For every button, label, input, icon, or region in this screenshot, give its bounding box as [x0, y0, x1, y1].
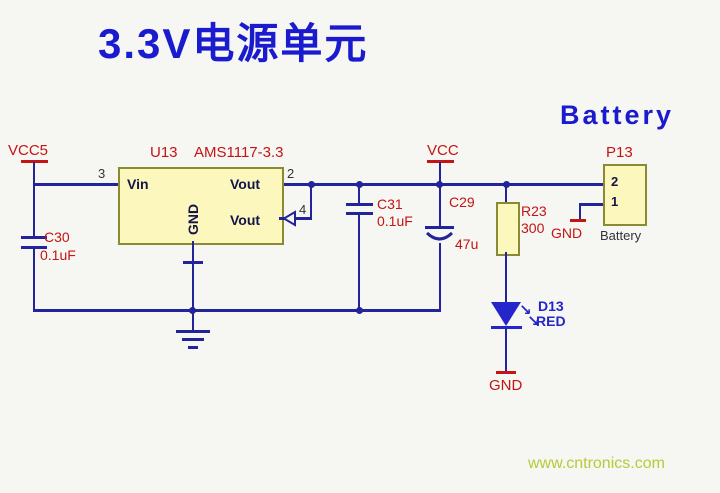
battery-heading: Battery	[560, 100, 675, 130]
d13-ref-label: D13	[538, 298, 564, 314]
led-gnd-bar	[496, 371, 516, 374]
wire-c29-bottom	[439, 243, 441, 311]
regulator-pin-gnd: GND	[185, 203, 201, 235]
c29-curved-plate	[425, 231, 454, 241]
p13-ref-label: P13	[606, 144, 633, 161]
pin-number-4: 4	[299, 202, 307, 217]
vcc-label: VCC	[427, 142, 459, 159]
pin-number-3: 3	[98, 166, 106, 181]
c30-ref-label: C30	[44, 229, 70, 245]
c31-plate-top	[346, 203, 373, 206]
pin4-arrow-icon	[282, 210, 296, 227]
regulator-ref-label: U13	[150, 144, 178, 161]
regulator-gnd-tick	[183, 261, 203, 264]
d13-color-label: RED	[536, 313, 566, 329]
c29-plate-top	[425, 226, 454, 229]
connector-body	[603, 164, 647, 226]
regulator-pin-vin: Vin	[127, 176, 149, 192]
earth-ground-bar-2	[182, 338, 204, 341]
c30-value-label: 0.1uF	[40, 247, 76, 263]
wire-led-gnd	[505, 329, 507, 371]
connector-pin-2: 2	[611, 174, 619, 189]
vcc5-label: VCC5	[8, 142, 49, 159]
r23-value-label: 300	[521, 220, 545, 236]
p13-gnd-bar	[570, 219, 586, 222]
wire-earth-stem	[192, 311, 194, 330]
connector-name-label: Battery	[600, 228, 642, 243]
watermark: www.cntronics.com	[528, 455, 665, 472]
regulator-pin-vout-bottom: Vout	[230, 212, 261, 228]
led-cathode-bar	[491, 326, 522, 329]
wire-top-rail-left	[33, 183, 119, 186]
c31-plate-bottom	[346, 212, 373, 215]
wire-vcc-drop	[439, 162, 441, 184]
wire-c29-top	[439, 184, 441, 226]
pin-number-2: 2	[287, 166, 295, 181]
c29-value-label: 47u	[455, 236, 479, 252]
vcc-power-bar	[427, 160, 454, 163]
wire-bottom-rail	[33, 309, 441, 312]
wire-c31-bottom	[358, 215, 360, 311]
page-title: 3.3V电源单元	[98, 20, 369, 67]
regulator-pin-vout-top: Vout	[230, 176, 261, 192]
vcc5-power-bar	[21, 160, 48, 163]
earth-ground-bar-1	[176, 330, 210, 333]
r23-ref-label: R23	[521, 203, 547, 219]
wire-pin1-drop	[579, 203, 581, 219]
regulator-body	[118, 167, 284, 245]
wire-r23-top	[505, 184, 507, 202]
earth-ground-bar-3	[188, 346, 198, 349]
wire-vcc5-drop	[33, 162, 35, 236]
c29-ref-label: C29	[449, 194, 475, 210]
junction-dot	[308, 181, 315, 188]
wire-pin4-riser	[310, 184, 312, 218]
regulator-part-label: AMS1117-3.3	[194, 144, 284, 161]
c31-value-label: 0.1uF	[377, 213, 413, 229]
resistor-body	[496, 202, 520, 256]
wire-pin1-stub	[579, 203, 603, 206]
c30-plate-bottom	[21, 246, 47, 249]
p13-gnd-label: GND	[551, 225, 583, 241]
wire-c30-bottom	[33, 249, 35, 311]
wire-c31-top	[358, 184, 360, 204]
led-gnd-label: GND	[489, 377, 523, 394]
c30-plate-top	[21, 236, 47, 239]
led-emission-arrow-icon: ↘	[527, 313, 540, 330]
wire-r23-bottom	[505, 252, 507, 302]
wire-regulator-gnd	[192, 241, 194, 311]
led-emission-arrow-icon: ↘	[519, 302, 532, 319]
c31-ref-label: C31	[377, 196, 403, 212]
led-triangle	[491, 302, 521, 326]
connector-pin-1: 1	[611, 194, 619, 209]
